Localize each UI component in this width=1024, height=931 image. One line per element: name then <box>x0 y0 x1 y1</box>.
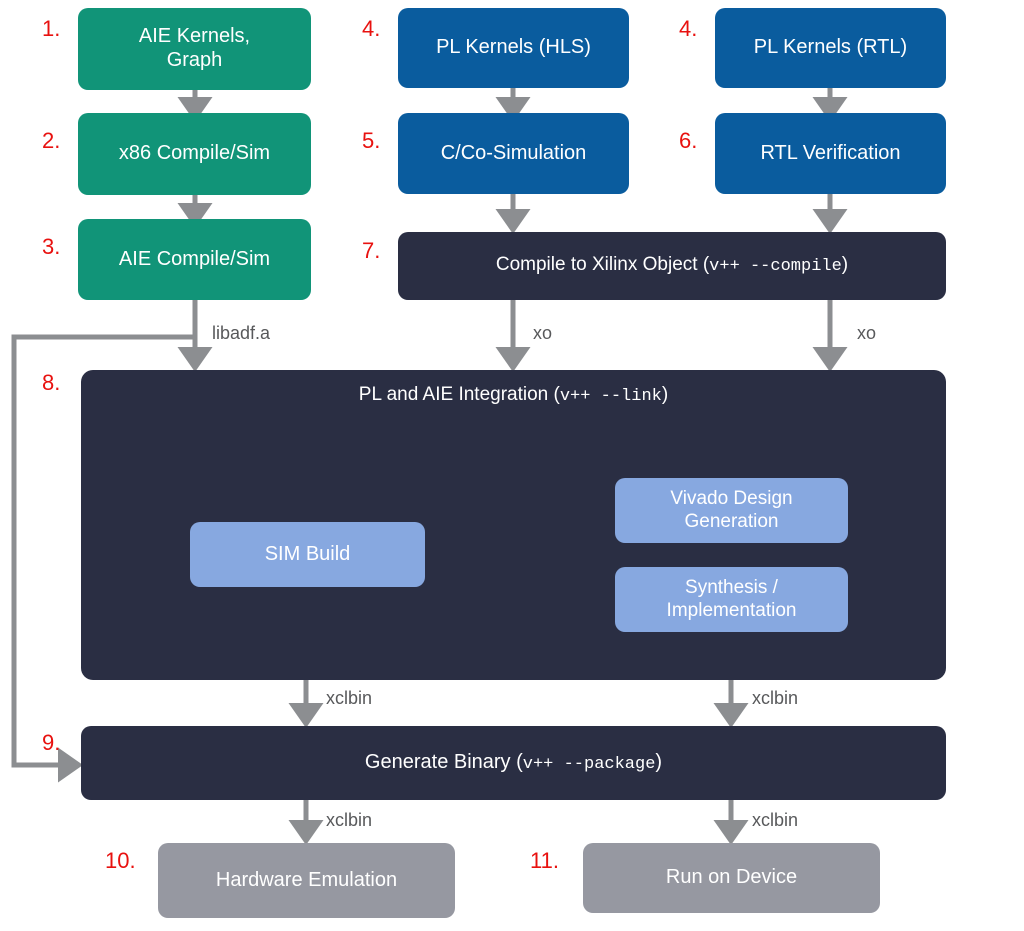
node-x86-compile-sim[interactable]: x86 Compile/Sim <box>78 113 311 195</box>
step-number-8: 8. <box>42 370 61 395</box>
node-aie-kernels-graph[interactable]: AIE Kernels, Graph <box>78 8 311 90</box>
node-sim-build[interactable]: SIM Build <box>190 522 425 587</box>
node-pl-kernels-hls-label: PL Kernels (HLS) <box>436 36 591 59</box>
node-compile-to-xilinx-object-label: Compile to Xilinx Object (v++ --compile) <box>496 254 848 277</box>
link-tail: ) <box>661 384 669 405</box>
node-pl-aie-integration-label: PL and AIE Integration (v++ --link) <box>81 384 946 406</box>
node-aie-compile-sim[interactable]: AIE Compile/Sim <box>78 219 311 300</box>
node-pl-kernels-rtl[interactable]: PL Kernels (RTL) <box>715 8 946 88</box>
compile-xo-tail: ) <box>841 254 849 276</box>
link-command: v++ --link <box>559 387 662 406</box>
link-text: PL and AIE Integration ( <box>358 384 560 405</box>
node-run-on-device-label: Run on Device <box>665 866 798 889</box>
edge-label-xo-right: xo <box>857 323 877 343</box>
node-synthesis-implementation-label: Synthesis / Implementation <box>666 577 797 621</box>
step-number-2: 2. <box>42 128 61 153</box>
node-c-co-simulation[interactable]: C/Co-Simulation <box>398 113 629 194</box>
node-rtl-verification-label: RTL Verification <box>760 141 901 164</box>
step-number-5: 5. <box>362 128 381 153</box>
edge-label-xo-left: xo <box>533 323 553 343</box>
node-pl-kernels-rtl-label: PL Kernels (RTL) <box>753 36 908 59</box>
step-number-7: 7. <box>362 238 381 263</box>
step-number-4-hls: 4. <box>362 16 381 41</box>
step-number-1: 1. <box>42 16 61 41</box>
step-number-4-rtl: 4. <box>679 16 698 41</box>
compile-xo-text: Compile to Xilinx Object ( <box>495 254 710 276</box>
node-run-on-device[interactable]: Run on Device <box>583 843 880 913</box>
node-synthesis-implementation[interactable]: Synthesis / Implementation <box>615 567 848 632</box>
node-x86-compile-sim-label: x86 Compile/Sim <box>118 142 271 165</box>
node-pl-kernels-hls[interactable]: PL Kernels (HLS) <box>398 8 629 88</box>
node-sim-build-label: SIM Build <box>264 542 351 565</box>
node-c-co-simulation-label: C/Co-Simulation <box>440 141 587 164</box>
edge-label-xclbin-impl: xclbin <box>752 688 799 708</box>
step-number-3: 3. <box>42 234 61 259</box>
node-generate-binary[interactable]: Generate Binary (v++ --package) <box>81 726 946 800</box>
node-generate-binary-label: Generate Binary (v++ --package) <box>365 751 662 775</box>
node-hardware-emulation[interactable]: Hardware Emulation <box>158 843 455 918</box>
node-aie-kernels-graph-label: AIE Kernels, Graph <box>138 25 251 71</box>
step-number-11: 11. <box>530 848 559 873</box>
step-number-9: 9. <box>42 730 61 755</box>
edge-label-libadf: libadf.a <box>212 323 271 343</box>
package-text: Generate Binary ( <box>364 750 523 773</box>
node-vivado-design-generation[interactable]: Vivado Design Generation <box>615 478 848 543</box>
edge-label-xclbin-sim: xclbin <box>326 688 373 708</box>
node-vivado-design-generation-label: Vivado Design Generation <box>670 488 793 532</box>
node-compile-to-xilinx-object[interactable]: Compile to Xilinx Object (v++ --compile) <box>398 232 946 300</box>
node-hardware-emulation-label: Hardware Emulation <box>215 868 398 891</box>
node-aie-compile-sim-label: AIE Compile/Sim <box>118 247 271 270</box>
package-command: v++ --package <box>522 754 656 774</box>
step-number-6: 6. <box>679 128 698 153</box>
package-tail: ) <box>655 750 663 773</box>
step-number-10: 10. <box>105 848 136 873</box>
node-rtl-verification[interactable]: RTL Verification <box>715 113 946 194</box>
edge-label-xclbin-hwemu: xclbin <box>326 810 373 830</box>
compile-xo-command: v++ --compile <box>709 257 842 277</box>
edge-label-xclbin-device: xclbin <box>752 810 799 830</box>
